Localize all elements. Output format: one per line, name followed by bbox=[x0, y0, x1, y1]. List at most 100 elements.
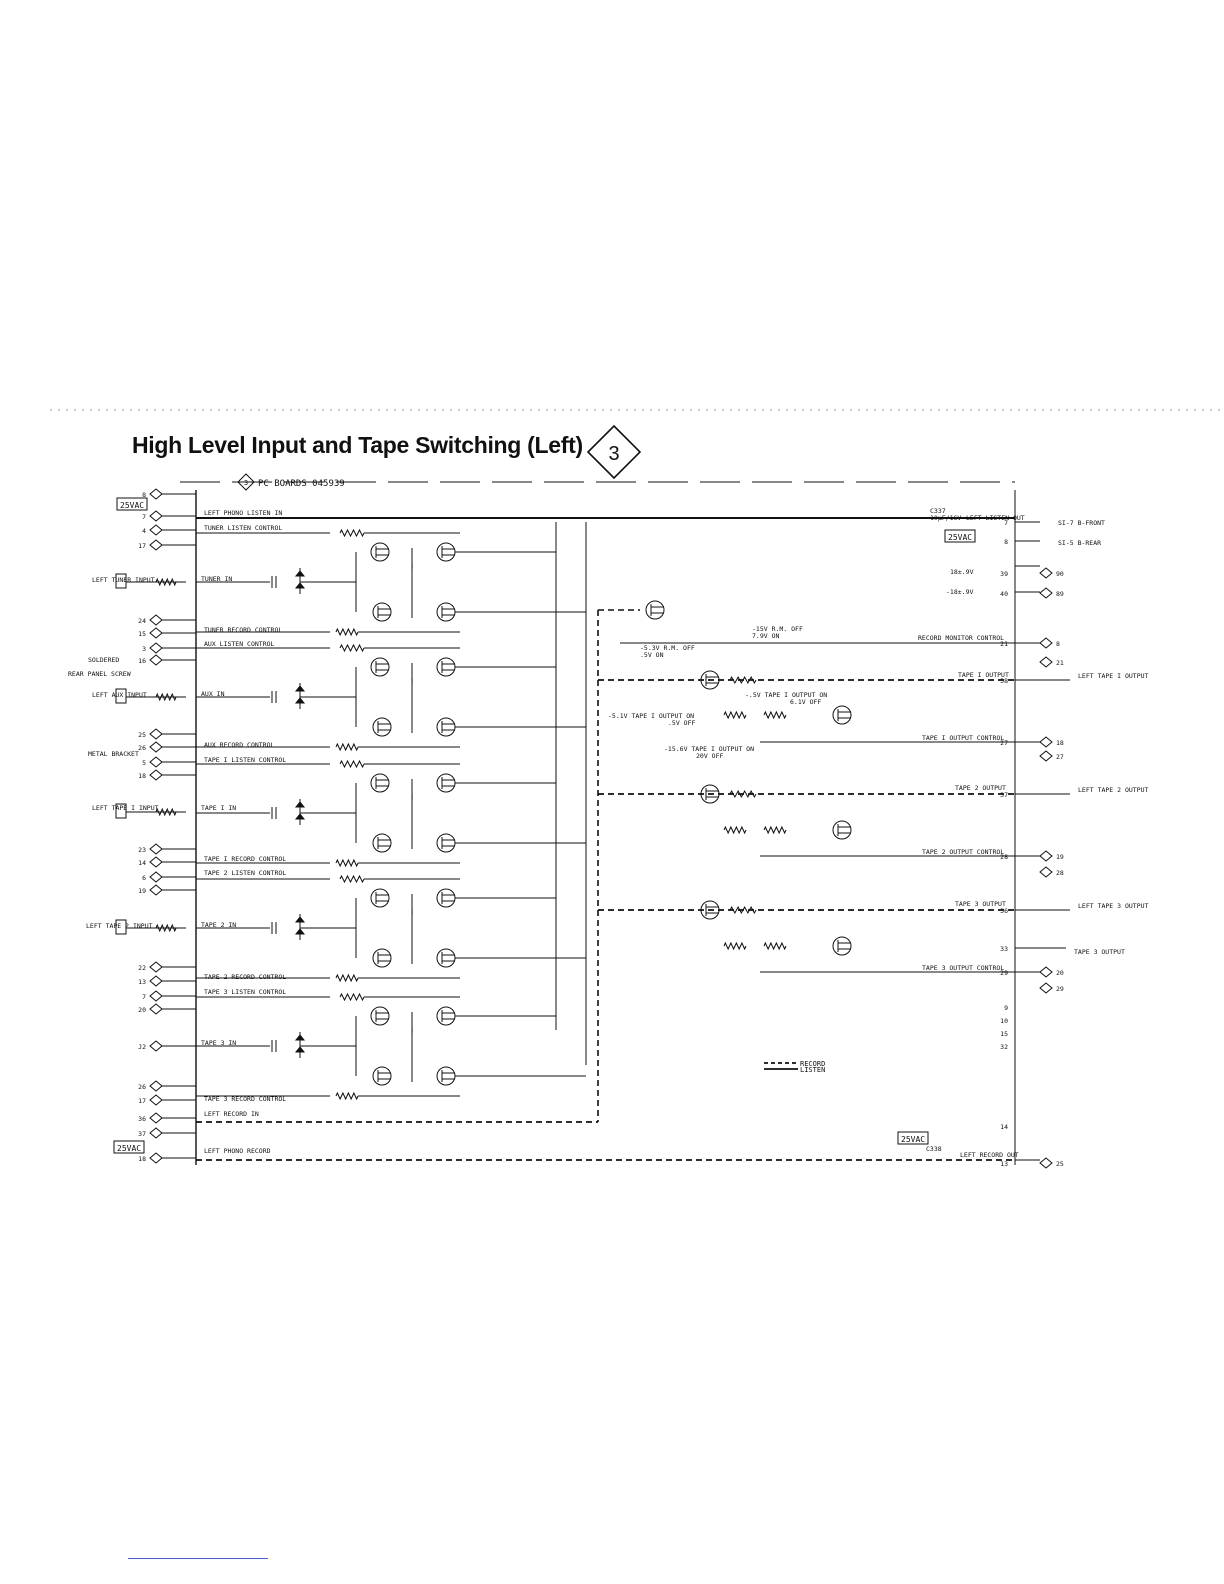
resistor-symbol bbox=[339, 874, 365, 884]
connector-pin-label: 23 bbox=[138, 846, 146, 854]
label-c337: C337 bbox=[930, 507, 946, 515]
connector-pin-label: 27 bbox=[1056, 753, 1064, 761]
connector-pin bbox=[149, 843, 163, 855]
connector-pin bbox=[1039, 1157, 1053, 1169]
connector-pin bbox=[149, 756, 163, 768]
connector-pin-label: 7 bbox=[142, 513, 146, 521]
transistor-symbol bbox=[436, 657, 456, 677]
connector-pin bbox=[149, 741, 163, 753]
page-number-badge: 3 bbox=[586, 424, 642, 480]
label-79-on: 7.9V ON bbox=[752, 632, 779, 640]
connector-pin-label: 9 bbox=[1004, 1004, 1008, 1012]
label-pm18a: 18±.9V bbox=[950, 568, 974, 576]
resistor-symbol bbox=[335, 1091, 359, 1101]
label-c338: C338 bbox=[926, 1145, 942, 1153]
transistor-symbol bbox=[372, 833, 392, 853]
connector-pin-label: 21 bbox=[1056, 659, 1064, 667]
transistor-symbol bbox=[832, 936, 852, 956]
label-listen-out: LEFT LISTEN OUT bbox=[966, 514, 1025, 522]
resistor-symbol bbox=[335, 627, 359, 637]
resistor-symbol bbox=[729, 905, 757, 915]
transistor-symbol bbox=[645, 600, 665, 620]
label-tape3-listen: TAPE 3 LISTEN CONTROL bbox=[204, 988, 286, 996]
transistor-symbol bbox=[370, 657, 390, 677]
label-soldered: SOLDERED bbox=[88, 656, 119, 664]
legend-record: RECORD bbox=[800, 1060, 825, 1068]
connector-pin-label: 18 bbox=[138, 1155, 146, 1163]
transistor-symbol bbox=[436, 888, 456, 908]
label-left-tape1-output: LEFT TAPE I OUTPUT bbox=[1078, 672, 1149, 680]
transistor-symbol bbox=[436, 542, 456, 562]
connector-pin-label: 8 bbox=[1056, 640, 1060, 648]
transistor-symbol bbox=[700, 670, 720, 690]
page-number-text: 3 bbox=[608, 443, 619, 465]
label-record-out: LEFT RECORD OUT bbox=[960, 1151, 1019, 1159]
svg-text:25VAC: 25VAC bbox=[901, 1135, 925, 1144]
connector-pin-label: 14 bbox=[1000, 1123, 1008, 1131]
connector-pin-label: 17 bbox=[138, 542, 146, 550]
transistor-symbol bbox=[370, 1006, 390, 1026]
connector-pin-label: 27 bbox=[1000, 739, 1008, 747]
page-title: High Level Input and Tape Switching (Lef… bbox=[132, 432, 583, 458]
connector-pin-label: 3 bbox=[142, 645, 146, 653]
resistor-symbol bbox=[729, 789, 757, 799]
connector-pin bbox=[149, 856, 163, 868]
connector-pin bbox=[1039, 966, 1053, 978]
transistor-symbol bbox=[700, 900, 720, 920]
label-tape2-output: TAPE 2 OUTPUT bbox=[955, 784, 1006, 792]
transistor-symbol bbox=[832, 820, 852, 840]
transistor-symbol bbox=[436, 717, 456, 737]
input-label-tuner: LEFT TUNER INPUT bbox=[92, 576, 155, 584]
connector-pin bbox=[1039, 567, 1053, 579]
connector-pin bbox=[149, 539, 163, 551]
connector-pin-label: 15 bbox=[1000, 1030, 1008, 1038]
transistor-symbol bbox=[436, 602, 456, 622]
resistor-symbol bbox=[155, 692, 177, 702]
transistor-symbol bbox=[436, 773, 456, 793]
label-156: -15.6V TAPE I OUTPUT ON bbox=[664, 745, 754, 753]
connector-pin bbox=[149, 510, 163, 522]
connector-pin-label: 22 bbox=[138, 964, 146, 972]
connector-pin bbox=[1039, 637, 1053, 649]
resistor-symbol bbox=[763, 825, 787, 835]
vac-box-bottom: 25VAC bbox=[113, 1140, 145, 1154]
connector-pin bbox=[149, 654, 163, 666]
connector-pin-label: 10 bbox=[1000, 1017, 1008, 1025]
connector-pin-label: 38 bbox=[1000, 677, 1008, 685]
transistor-symbol bbox=[436, 948, 456, 968]
connector-pin-label: 26 bbox=[138, 1083, 146, 1091]
connector-pin bbox=[149, 1040, 163, 1052]
connector-pin-label: 19 bbox=[138, 887, 146, 895]
transistor-symbol bbox=[832, 705, 852, 725]
transistor-symbol bbox=[370, 542, 390, 562]
connector-pin-label: 4 bbox=[142, 527, 146, 535]
connector-pin-label: 6 bbox=[142, 874, 146, 882]
label-out1: -.5V TAPE I OUTPUT ON bbox=[745, 691, 827, 699]
connector-pin bbox=[149, 1094, 163, 1106]
label-aux-record: AUX RECORD CONTROL bbox=[204, 741, 275, 749]
resistor-symbol bbox=[335, 742, 359, 752]
connector-pin-label: 14 bbox=[138, 859, 146, 867]
resistor-symbol bbox=[339, 643, 365, 653]
connector-pin bbox=[149, 488, 163, 500]
connector-pin-label: 13 bbox=[1000, 1160, 1008, 1168]
connector-pin bbox=[149, 614, 163, 626]
resistor-symbol bbox=[339, 528, 365, 538]
resistor-symbol bbox=[723, 825, 747, 835]
connector-pin bbox=[1039, 866, 1053, 878]
connector-pin-label: 25 bbox=[138, 731, 146, 739]
label-tape2-listen: TAPE 2 LISTEN CONTROL bbox=[204, 869, 286, 877]
label-left-record-in: LEFT RECORD IN bbox=[204, 1110, 259, 1118]
connector-pin bbox=[149, 1152, 163, 1164]
connector-pin bbox=[149, 1127, 163, 1139]
connector-pin-label: 36 bbox=[1000, 907, 1008, 915]
resistor-symbol bbox=[763, 710, 787, 720]
footer-rule bbox=[128, 1558, 268, 1559]
connector-pin-label: 16 bbox=[138, 657, 146, 665]
connector-pin-label: J2 bbox=[138, 1043, 146, 1051]
connector-pin-label: 26 bbox=[138, 744, 146, 752]
label-aux-in: AUX IN bbox=[201, 690, 225, 698]
input-jack bbox=[115, 688, 127, 704]
connector-pin-label: 33 bbox=[1000, 945, 1008, 953]
connector-pin-label: 36 bbox=[138, 1115, 146, 1123]
